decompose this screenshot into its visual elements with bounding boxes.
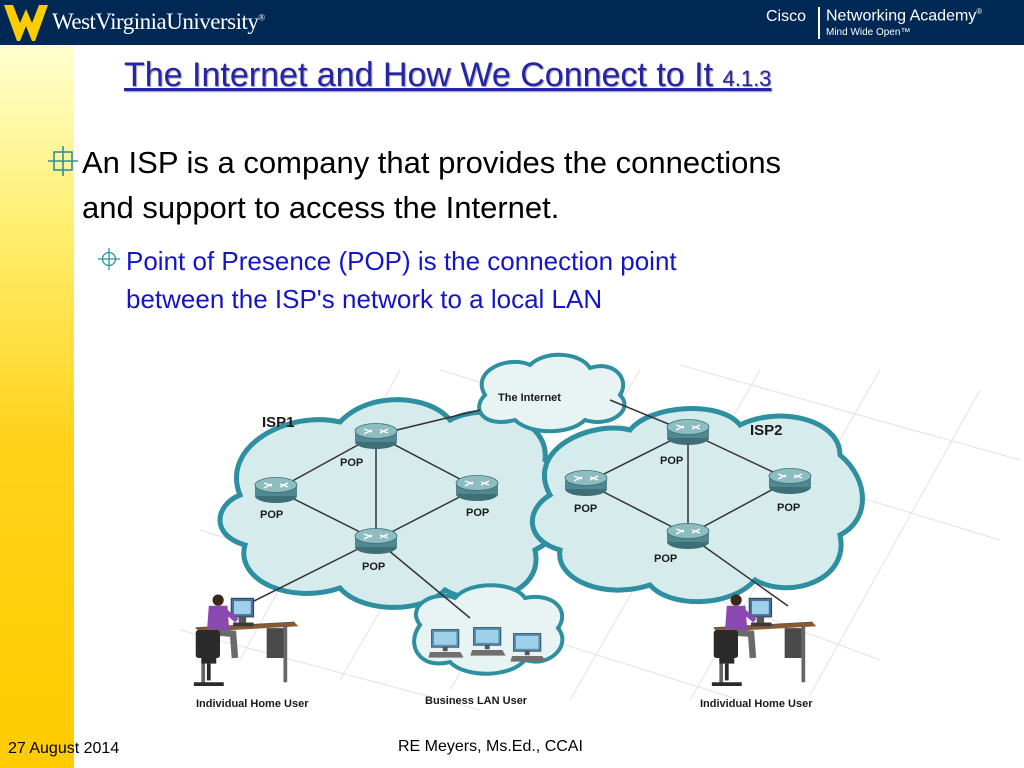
home-user-right-label: Individual Home User xyxy=(700,698,813,710)
isp2-cloud xyxy=(530,406,865,605)
home-user-right-icon xyxy=(712,595,817,686)
cisco-word: Cisco xyxy=(766,8,807,25)
slide-title: The Internet and How We Connect to It 4.… xyxy=(124,56,772,94)
crosshair-bullet-icon xyxy=(48,146,78,176)
isp2-label: ISP2 xyxy=(750,422,783,439)
internet-label: The Internet xyxy=(498,392,561,404)
business-label: Business LAN User xyxy=(425,695,528,707)
isp1-label: ISP1 xyxy=(262,414,295,431)
pop-label: POP xyxy=(574,503,597,515)
university-name: WestVirginiaUniversity® xyxy=(52,9,265,34)
business-pc-icon xyxy=(470,627,506,657)
footer-author: RE Meyers, Ms.Ed., CCAI xyxy=(398,738,583,755)
wvu-logo-icon xyxy=(4,5,48,41)
router-isp2-right-icon xyxy=(768,467,812,495)
circle-crosshair-bullet-icon xyxy=(98,248,120,270)
internet-cloud xyxy=(477,352,627,434)
left-gold-bar xyxy=(0,45,74,768)
bullet-sub: Point of Presence (POP) is the connectio… xyxy=(126,246,677,314)
header-bar: WestVirginiaUniversity® Cisco Networking… xyxy=(0,0,1024,45)
pop-label: POP xyxy=(260,509,283,521)
router-isp1-top-icon xyxy=(354,422,398,450)
router-isp2-bottom-icon xyxy=(666,522,710,550)
router-isp2-left-icon xyxy=(564,469,608,497)
business-pc-icon xyxy=(428,629,464,659)
pop-label: POP xyxy=(340,457,363,469)
pop-label: POP xyxy=(466,507,489,519)
pop-label: POP xyxy=(660,455,683,467)
academy-tagline: Mind Wide Open™ xyxy=(826,27,911,38)
network-diagram: The Internet ISP1 ISP2 POP POP POP POP P… xyxy=(180,352,1020,711)
header-divider xyxy=(818,7,820,39)
pop-label: POP xyxy=(654,553,677,565)
home-user-left-icon xyxy=(194,595,299,686)
footer-date: 27 August 2014 xyxy=(8,740,120,757)
academy-name: Networking Academy® xyxy=(826,7,983,25)
pop-label: POP xyxy=(362,561,385,573)
bullet-main: An ISP is a company that provides the co… xyxy=(82,145,782,225)
router-isp1-left-icon xyxy=(254,476,298,504)
business-pc-icon xyxy=(510,633,546,663)
home-user-left-label: Individual Home User xyxy=(196,698,309,710)
pop-label: POP xyxy=(777,502,800,514)
router-isp1-bottom-icon xyxy=(354,527,398,555)
router-isp1-right-icon xyxy=(455,474,499,502)
router-isp2-top-icon xyxy=(666,418,710,446)
section-ref: 4.1.3 xyxy=(722,66,772,91)
isp1-cloud xyxy=(217,397,571,610)
